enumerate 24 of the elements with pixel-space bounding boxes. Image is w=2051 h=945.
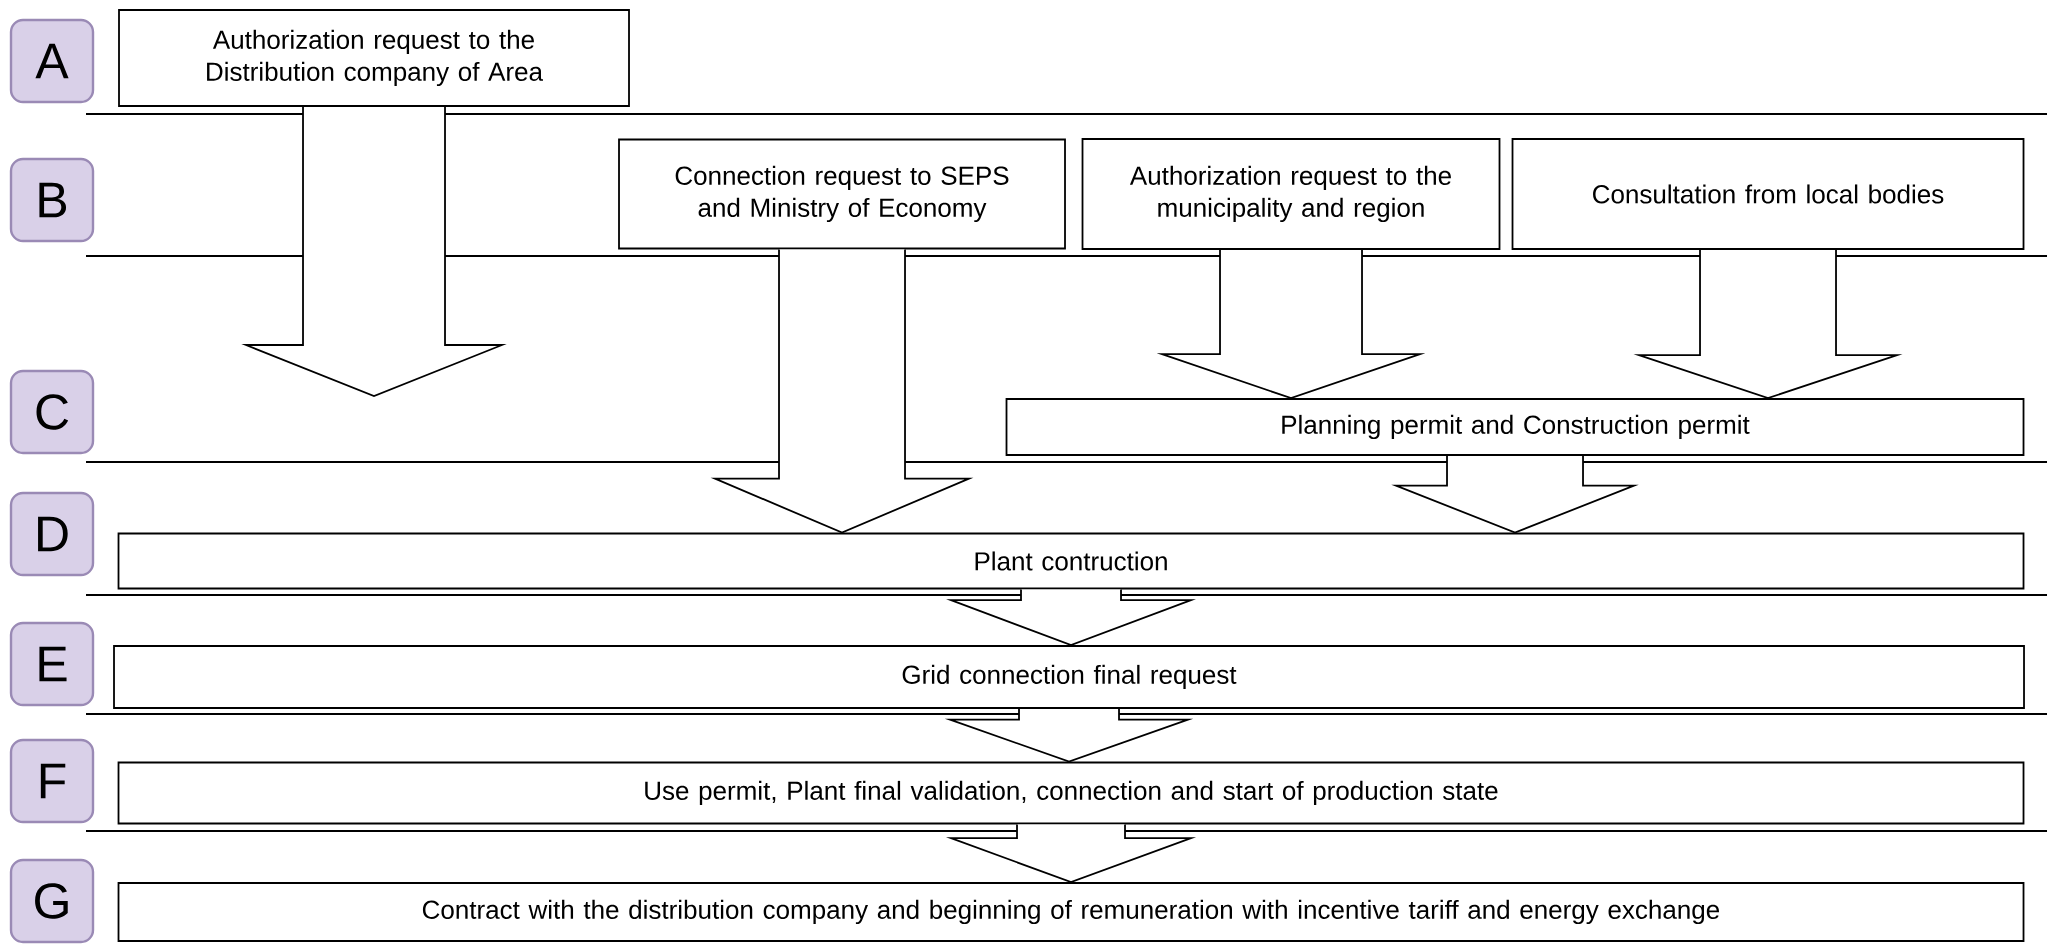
step-letter: E [9, 621, 95, 707]
step-letter: G [9, 858, 95, 944]
block-arrow [944, 708, 1194, 763]
step-letter: B [9, 157, 95, 243]
step-box: Planning permit and Construction permit [1005, 398, 2025, 456]
block-arrow [1633, 249, 1903, 400]
block-arrow [710, 248, 974, 534]
step-box: Grid connection final request [113, 645, 2025, 709]
step-box: Use permit, Plant final validation, connection and start of production state [117, 761, 2025, 825]
step-box: Contract with the distribution company and beginning of remuneration with incentive tariff and energy exchange [117, 882, 2025, 942]
block-arrow [1391, 455, 1639, 534]
step-letter: C [9, 369, 95, 455]
step-letter: D [9, 491, 95, 577]
block-arrow [1156, 249, 1426, 400]
block-arrow [946, 588, 1196, 647]
block-arrow [241, 106, 507, 397]
block-arrow [945, 823, 1197, 884]
step-box: Consultation from local bodies [1511, 138, 2025, 250]
step-box: Authorization request to the Distribution company of Area [118, 9, 630, 107]
step-letter: A [9, 18, 95, 104]
step-box: Connection request to SEPS and Ministry of Economy [618, 138, 1066, 250]
step-letter: F [9, 738, 95, 824]
step-box: Plant contruction [117, 532, 2025, 590]
step-box: Authorization request to the municipality and region [1081, 138, 1501, 250]
